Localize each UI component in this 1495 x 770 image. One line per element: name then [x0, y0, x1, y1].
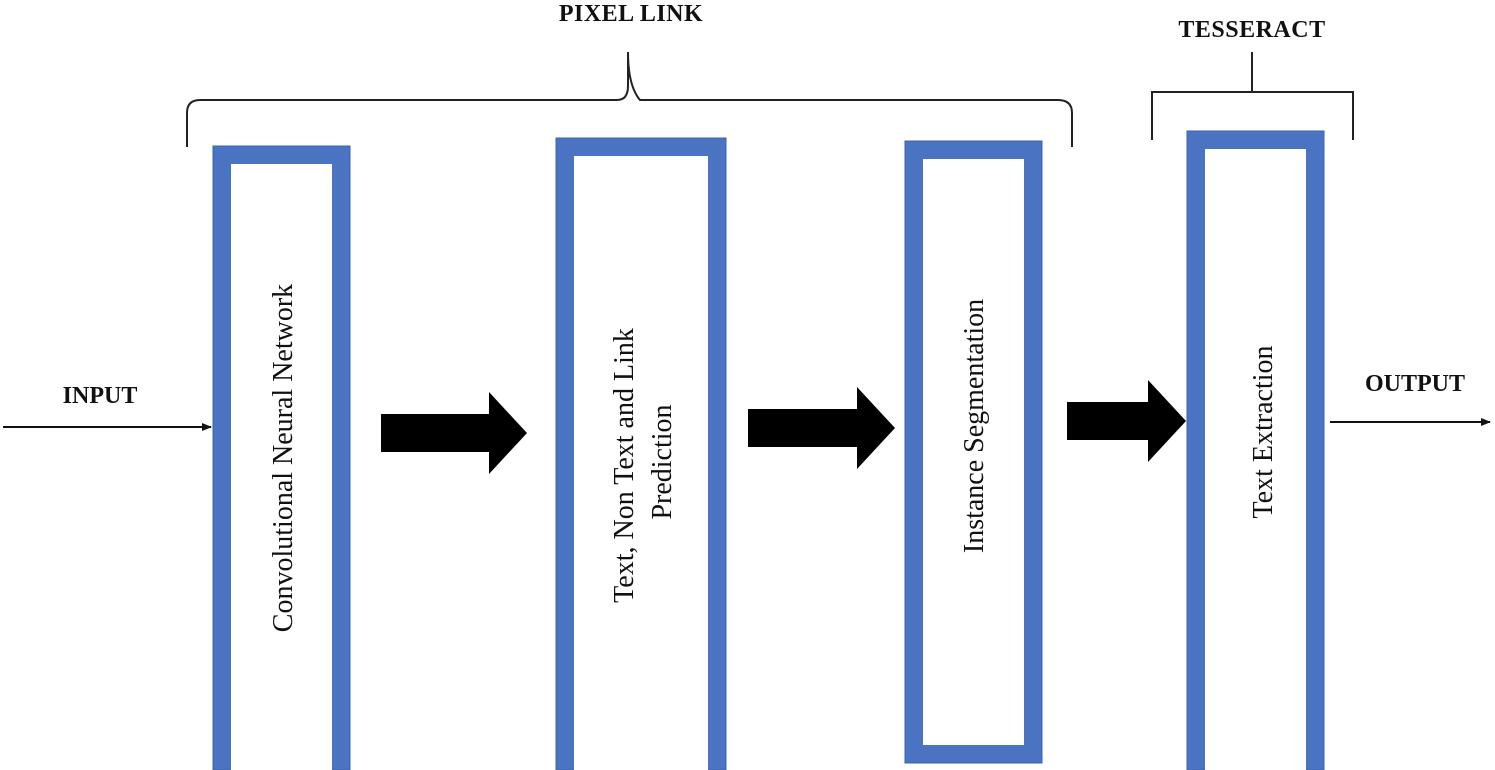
flow-arrow-3	[1067, 380, 1186, 462]
stage-label-segmentation: Instance Segmentation	[959, 299, 990, 553]
tesseract-group-label: TESSERACT	[1178, 17, 1325, 43]
input-label: INPUT	[63, 383, 138, 409]
stage-box-segmentation: Instance Segmentation	[904, 140, 1043, 764]
output-label: OUTPUT	[1365, 371, 1465, 397]
tesseract-bracket	[1151, 52, 1354, 140]
pixel-link-group-label: PIXEL LINK	[559, 1, 703, 27]
pixel-link-bracket	[186, 51, 1073, 147]
stage-label-text-extraction: Text Extraction	[1248, 346, 1279, 519]
stage-label-prediction: Text, Non Text and Link Prediction	[609, 321, 678, 603]
stage-box-cnn: Convolutional Neural Network	[212, 145, 351, 770]
flow-arrow-1	[381, 392, 527, 474]
stage-box-prediction: Text, Non Text and Link Prediction	[555, 137, 727, 770]
flow-arrow-2	[748, 387, 895, 469]
stage-label-cnn: Convolutional Neural Network	[268, 284, 299, 632]
stage-box-text-extraction: Text Extraction	[1186, 130, 1325, 770]
